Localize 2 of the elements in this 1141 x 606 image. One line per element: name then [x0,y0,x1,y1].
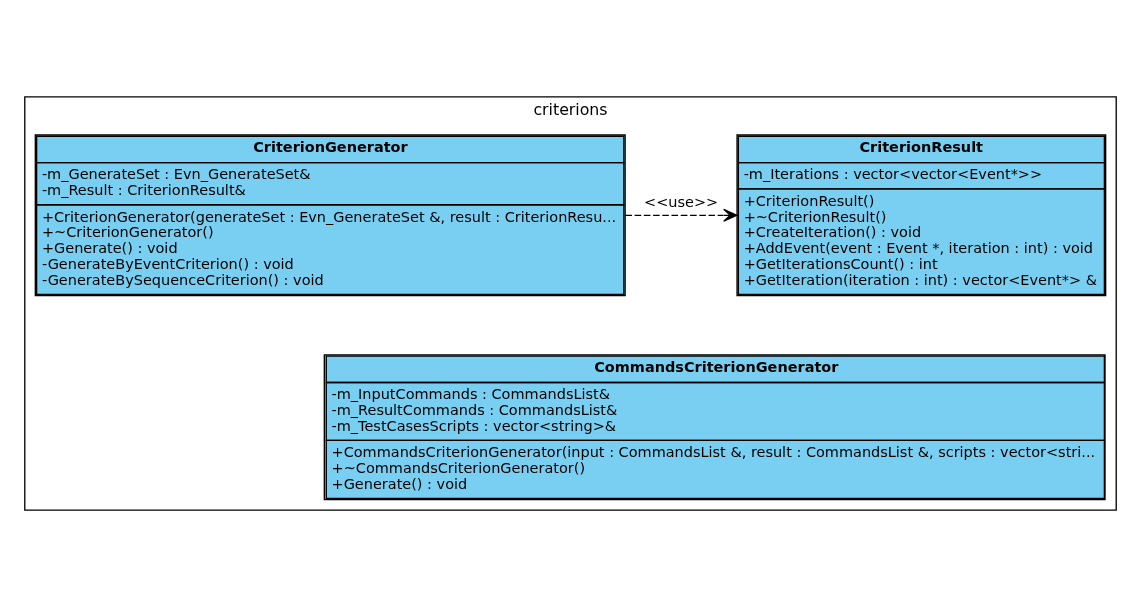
edge-label: <<use>> [644,193,719,210]
arrow [624,208,738,222]
